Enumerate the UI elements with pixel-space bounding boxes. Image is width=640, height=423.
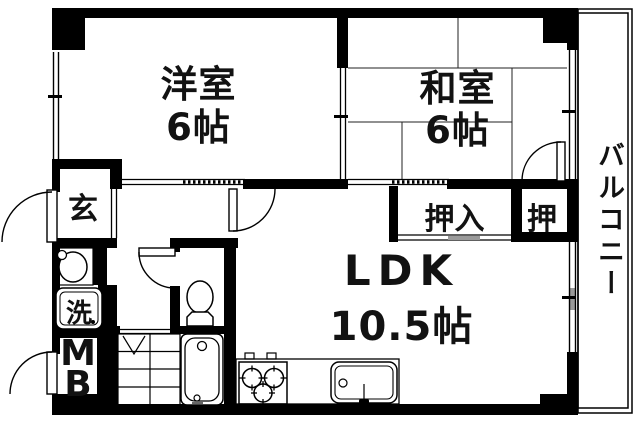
inner-walls bbox=[52, 18, 578, 407]
kitchen-counter bbox=[235, 358, 400, 405]
japanese-room-label: 和室 bbox=[419, 67, 496, 110]
toilet-icon bbox=[186, 280, 214, 327]
gas-stove-3-burner-icon bbox=[238, 352, 288, 405]
kitchen-sink-icon bbox=[330, 361, 398, 404]
balcony-label: バルコニー bbox=[593, 141, 624, 301]
bathtub-icon bbox=[180, 333, 224, 406]
washing-machine-pan-icon bbox=[55, 287, 103, 330]
bath-tile-grid-icon bbox=[117, 333, 181, 406]
ldk-size: 10.5帖 bbox=[329, 304, 474, 350]
door-swing-icon bbox=[1, 141, 566, 395]
western-room-label: 洋室 bbox=[160, 63, 237, 106]
ldk-label: LDK bbox=[343, 246, 460, 295]
meter-box-label: MB bbox=[60, 333, 96, 405]
laundry-label: 洗 bbox=[65, 299, 92, 329]
balcony-outline bbox=[577, 8, 633, 414]
closet-oshi-label: 押 bbox=[527, 202, 557, 237]
entrance-label: 玄 bbox=[68, 192, 98, 227]
wash-basin-icon bbox=[56, 247, 94, 286]
western-room-size: 6帖 bbox=[166, 106, 231, 149]
japanese-room-size: 6帖 bbox=[425, 109, 490, 152]
outer-walls bbox=[52, 8, 578, 415]
tatami-lines bbox=[348, 18, 567, 179]
closet-oshiire-label: 押入 bbox=[424, 202, 485, 237]
